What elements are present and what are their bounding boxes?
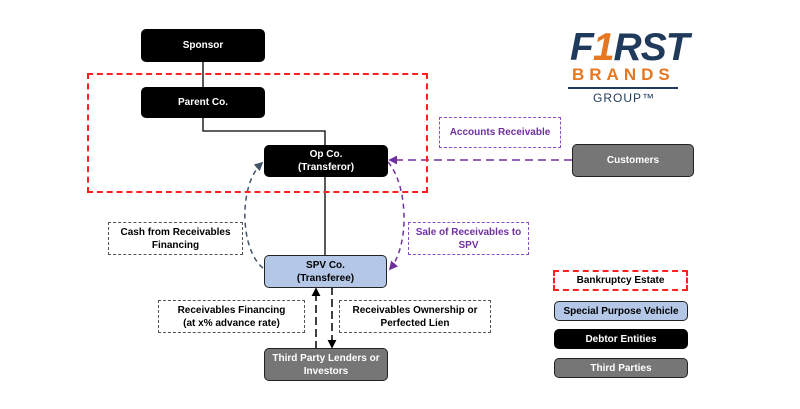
legend-spv-label: Special Purpose Vehicle	[563, 305, 679, 317]
parent-opco-line	[202, 117, 326, 145]
lenders-label-line2: Investors	[303, 365, 349, 377]
parent-co-node: Parent Co.	[141, 87, 265, 118]
op-co-sublabel: (Transferor)	[297, 162, 355, 173]
sponsor-node: Sponsor	[141, 29, 265, 62]
ownership-text-line2: Perfected Lien	[380, 317, 450, 329]
spv-co-sublabel: (Transferee)	[296, 272, 355, 284]
sale-of-receivables-label: Sale of Receivables to SPV	[408, 222, 529, 255]
spv-co-label: SPV Co.	[306, 259, 345, 271]
financing-text-line1: Receivables Financing	[177, 304, 286, 316]
lenders-label-line1: Third Party Lenders or	[272, 352, 380, 364]
logo-one: 1	[592, 26, 615, 69]
spv-co-node: SPV Co. (Transferee)	[264, 255, 387, 288]
op-co-node: Op Co. (Transferor)	[264, 145, 388, 177]
logo-f: F	[570, 26, 594, 69]
legend-third-label: Third Parties	[590, 362, 652, 374]
sponsor-label: Sponsor	[182, 40, 224, 51]
bankruptcy-estate-boundary	[87, 73, 428, 193]
financing-text-line2: (at x% advance rate)	[183, 317, 280, 329]
ownership-text-line1: Receivables Ownership or	[352, 304, 478, 316]
logo-group-text: GROUP™	[592, 90, 655, 105]
sale-flow-arrow	[387, 161, 405, 271]
parent-co-label: Parent Co.	[177, 97, 228, 108]
logo-rst: RST	[613, 26, 690, 69]
legend-bankruptcy-label: Bankruptcy Estate	[576, 275, 665, 286]
logo-first-text: F1RST	[566, 28, 690, 67]
cash-text-line2: Financing	[151, 239, 200, 251]
cash-text-line1: Cash from Receivables	[120, 226, 231, 238]
third-party-lenders-node: Third Party Lenders or Investors	[264, 348, 388, 381]
logo-brands-text: BRANDS	[572, 65, 675, 84]
accounts-receivable-text: Accounts Receivable	[449, 127, 551, 138]
logo-divider	[568, 87, 678, 89]
accounts-receivable-label: Accounts Receivable	[439, 117, 561, 148]
legend-bankruptcy-estate: Bankruptcy Estate	[553, 270, 688, 291]
op-co-label: Op Co.	[309, 149, 343, 160]
legend-debtor-label: Debtor Entities	[585, 333, 657, 345]
customers-node: Customers	[572, 144, 694, 177]
legend-special-purpose-vehicle: Special Purpose Vehicle	[554, 301, 688, 321]
sale-text-line2: SPV	[458, 239, 479, 251]
cash-from-financing-label: Cash from Receivables Financing	[108, 222, 243, 255]
customers-label: Customers	[606, 155, 660, 166]
sale-text-line1: Sale of Receivables to	[415, 226, 522, 238]
first-brands-logo: F1RST BRANDS GROUP™	[566, 28, 690, 105]
cash-flow-arrow	[244, 161, 264, 269]
legend-debtor-entities: Debtor Entities	[554, 329, 688, 349]
legend-third-parties: Third Parties	[554, 358, 688, 378]
receivables-ownership-label: Receivables Ownership or Perfected Lien	[339, 300, 491, 333]
receivables-financing-label: Receivables Financing (at x% advance rat…	[158, 300, 305, 333]
